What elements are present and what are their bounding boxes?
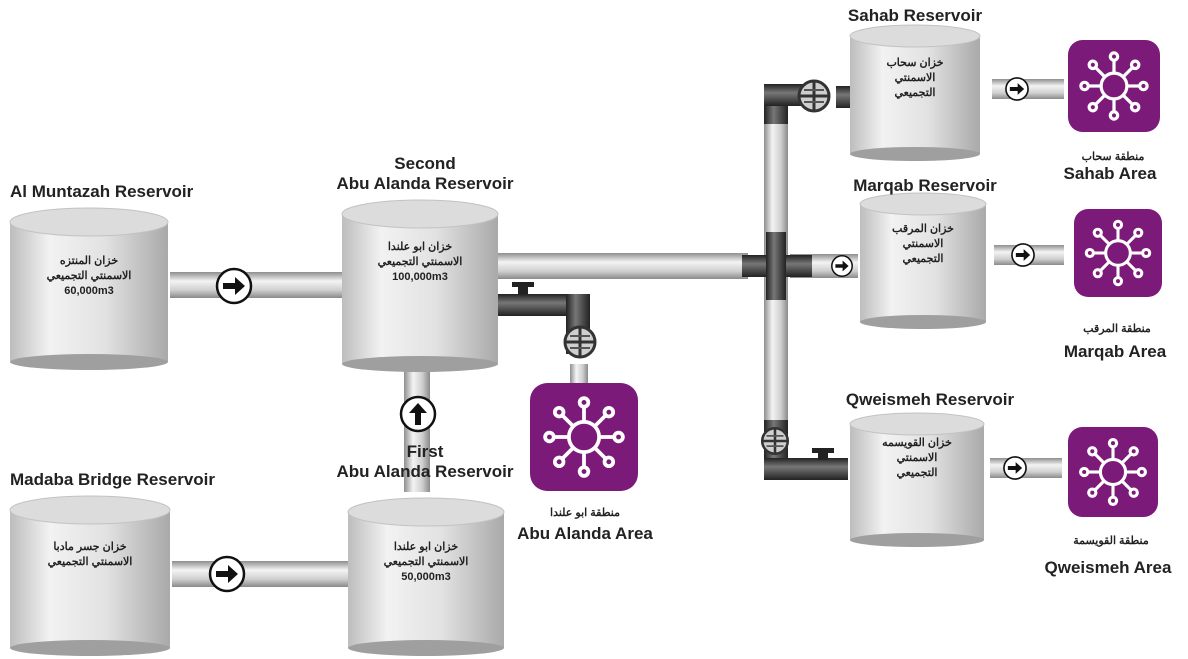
tank-label-al-muntazah: خزان المنتزه الاسمنتي التجميعي 60,000m3: [20, 254, 158, 299]
arrow-right-circle-icon: [215, 267, 253, 305]
tank-label-first-abu-alanda: خزان ابو علندا الاسمنتي التجميعي 50,000m…: [356, 540, 496, 585]
tank-marqab: [859, 192, 987, 329]
tank-first-abu-alanda: [347, 497, 505, 656]
tank-ar-line1: خزان ابو علندا: [393, 541, 459, 553]
area-en-marqab: Marqab Area: [1063, 342, 1167, 361]
area-ar-marqab: منطقة المرقب: [1083, 323, 1151, 335]
tank-ar-line2: الاسمنتي: [894, 72, 936, 84]
title-second-line1: Second: [394, 154, 456, 173]
title-first-abu-alanda: First Abu Alanda Reservoir: [300, 442, 550, 482]
tank-ar-line3: التجميعي: [902, 253, 944, 265]
area-en-sahab: Sahab Area: [1063, 164, 1157, 183]
tank-volume: 50,000m3: [401, 571, 451, 583]
elbow-qweismeh-h: [764, 458, 848, 480]
distribution-network-icon: [1068, 425, 1158, 519]
area-ar-qweismeh: منطقة القويسمة: [1073, 535, 1149, 547]
title-al-muntazah: Al Muntazah Reservoir: [10, 182, 194, 201]
tank-ar-line2: الاسمنتي التجميعي: [383, 556, 469, 568]
tank-second-abu-alanda: [341, 199, 499, 372]
tank-label-second-abu-alanda: خزان ابو علندا الاسمنتي التجميعي 100,000…: [350, 240, 490, 285]
pipes: [170, 79, 1064, 587]
title-first-line2: Abu Alanda Reservoir: [336, 462, 514, 481]
tank-ar-line1: خزان القويسمه: [882, 437, 952, 449]
tank-volume: 60,000m3: [64, 285, 114, 297]
arrow-right-circle-icon: [1011, 243, 1035, 267]
pipe-second-to-junction: [498, 253, 748, 279]
tank-madaba-bridge: [9, 495, 171, 656]
valve-flange-sahab: [836, 86, 850, 108]
tank-sahab: [849, 24, 981, 161]
tank-ar-line1: خزان المرقب: [892, 223, 954, 235]
tank-ar-line1: خزان سحاب: [886, 57, 944, 69]
arrow-right-circle-icon: [1003, 456, 1027, 480]
area-en-abu-alanda: Abu Alanda Area: [517, 524, 653, 543]
title-madaba-bridge: Madaba Bridge Reservoir: [10, 470, 216, 489]
title-sahab: Sahab Reservoir: [847, 6, 983, 25]
title-qweismeh: Qweismeh Reservoir: [845, 390, 1015, 409]
distribution-network-icon: [1074, 207, 1162, 299]
tank-ar-line2: الاسمنتي: [902, 238, 944, 250]
title-marqab: Marqab Reservoir: [853, 176, 997, 195]
valve-stem-qweismeh: [818, 452, 828, 460]
tank-ar-line1: خزان المنتزه: [59, 255, 119, 267]
arrow-right-circle-icon: [831, 255, 853, 277]
tank-volume: 100,000m3: [392, 271, 448, 283]
arrow-right-circle-icon: [208, 555, 246, 593]
tank-ar-line3: التجميعي: [894, 87, 936, 99]
tank-qweismeh: [849, 412, 985, 547]
arrow-up-circle-icon: [399, 395, 437, 433]
tank-ar-line1: خزان ابو علندا: [387, 241, 453, 253]
tank-ar-line2: الاسمنتي: [896, 452, 938, 464]
gate-valve-icon: [760, 426, 790, 456]
tank-al-muntazah: [9, 207, 169, 370]
area-en-qweismeh: Qweismeh Area: [1044, 558, 1172, 577]
tank-ar-line2: الاسمنتي التجميعي: [47, 556, 133, 568]
arrow-right-circle-icon: [1005, 77, 1029, 101]
tank-ar-line1: خزان جسر مادبا: [53, 541, 127, 553]
pipe-muntazah-to-second: [170, 272, 342, 298]
title-second-abu-alanda: Second Abu Alanda Reservoir: [300, 154, 550, 194]
tank-label-madaba-bridge: خزان جسر مادبا الاسمنتي التجميعي: [20, 540, 160, 570]
tank-ar-line2: الاسمنتي التجميعي: [46, 270, 132, 282]
tank-label-qweismeh: خزان القويسمه الاسمنتي التجميعي: [862, 436, 972, 481]
tank-ar-line2: الاسمنتي التجميعي: [377, 256, 463, 268]
gate-valve-icon: [563, 325, 597, 359]
title-second-line2: Abu Alanda Reservoir: [336, 174, 514, 193]
tank-ar-line3: التجميعي: [896, 467, 938, 479]
title-first-line1: First: [406, 442, 444, 461]
pipe-madaba-to-first: [172, 561, 350, 587]
distribution-network-icon: [1068, 38, 1160, 134]
cross-fitting-v: [766, 232, 786, 300]
area-ar-abu-alanda: منطقة ابو علندا: [550, 507, 620, 519]
area-ar-sahab: منطقة سحاب: [1081, 151, 1145, 163]
tank-label-marqab: خزان المرقب الاسمنتي التجميعي: [868, 222, 978, 267]
gate-valve-icon: [797, 79, 831, 113]
tank-label-sahab: خزان سحاب الاسمنتي التجميعي: [860, 56, 970, 101]
